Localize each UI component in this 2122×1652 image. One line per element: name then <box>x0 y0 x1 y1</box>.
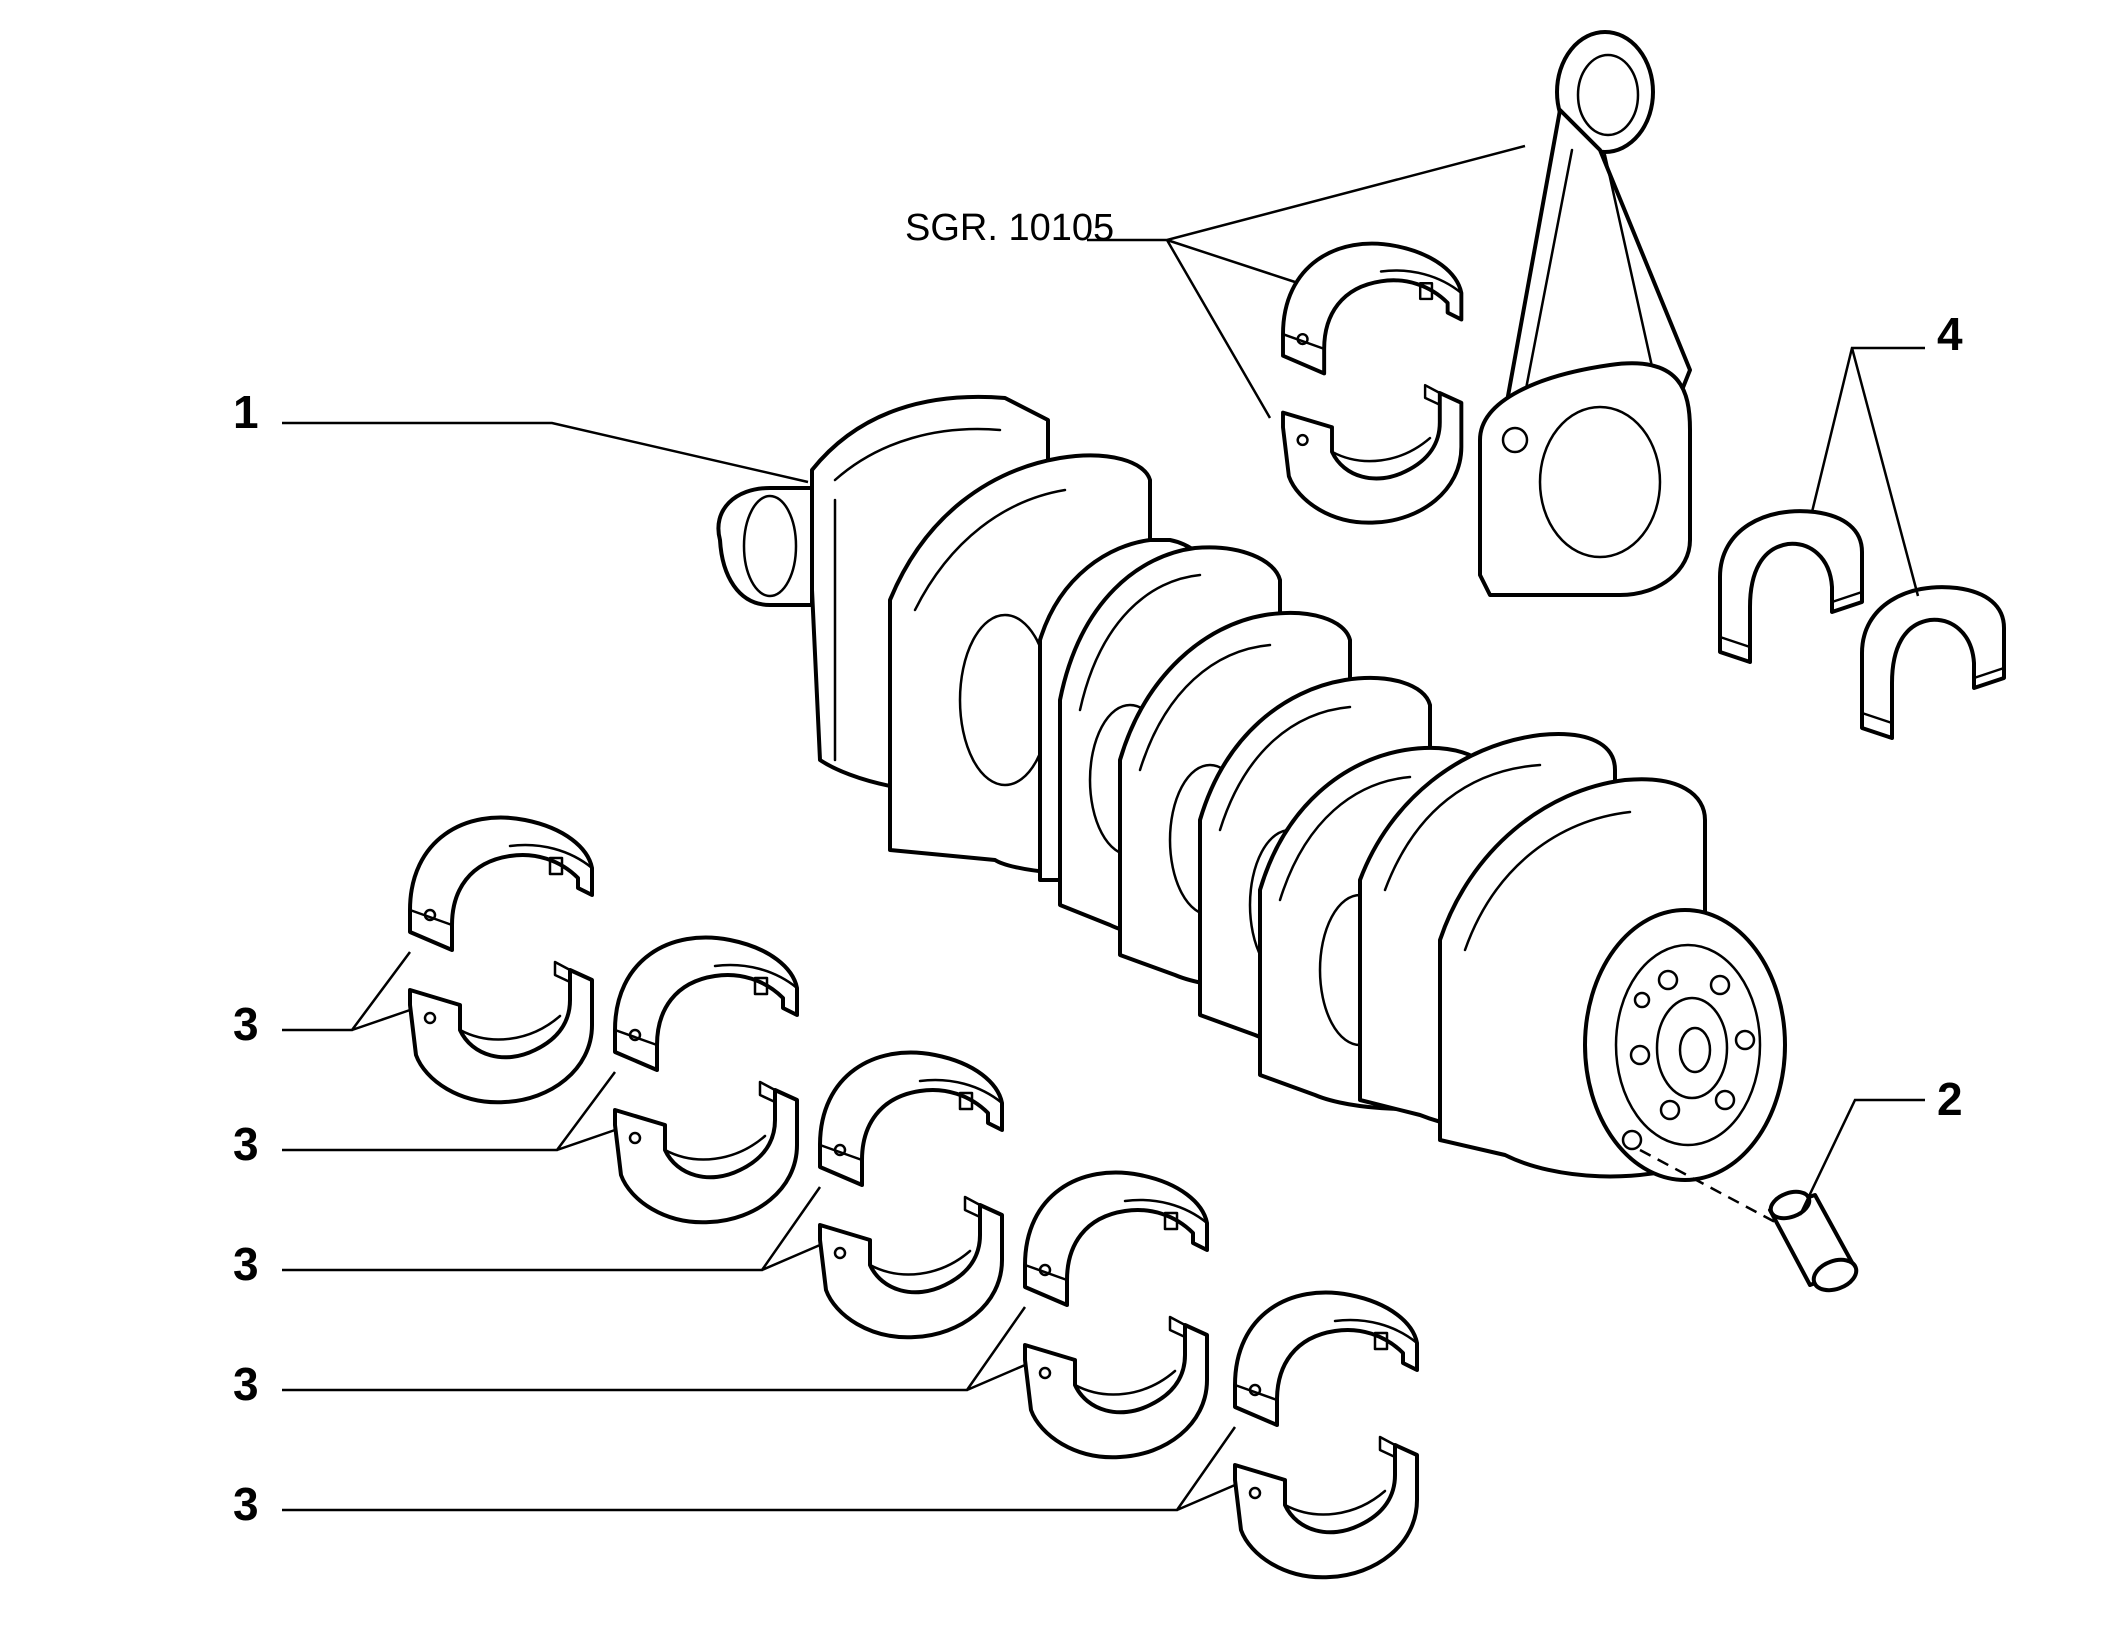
rod-bearing-shells <box>1281 241 1464 525</box>
callout-3-row3: 3 <box>233 1238 259 1290</box>
callout-3-row1: 3 <box>233 998 259 1050</box>
leader-lines <box>282 144 1925 1512</box>
callout-4: 4 <box>1937 308 1963 360</box>
callout-1: 1 <box>233 386 259 438</box>
crankshaft <box>716 394 1787 1224</box>
connecting-rod <box>1478 30 1692 597</box>
thrust-washers <box>1718 509 2006 740</box>
callout-2: 2 <box>1937 1073 1963 1125</box>
callout-3-row5: 3 <box>233 1478 259 1530</box>
callout-3-row2: 3 <box>233 1118 259 1170</box>
callout-3-row4: 3 <box>233 1358 259 1410</box>
sgr-reference-label: SGR. 10105 <box>905 207 1114 249</box>
dowel-pin <box>1768 1189 1859 1293</box>
